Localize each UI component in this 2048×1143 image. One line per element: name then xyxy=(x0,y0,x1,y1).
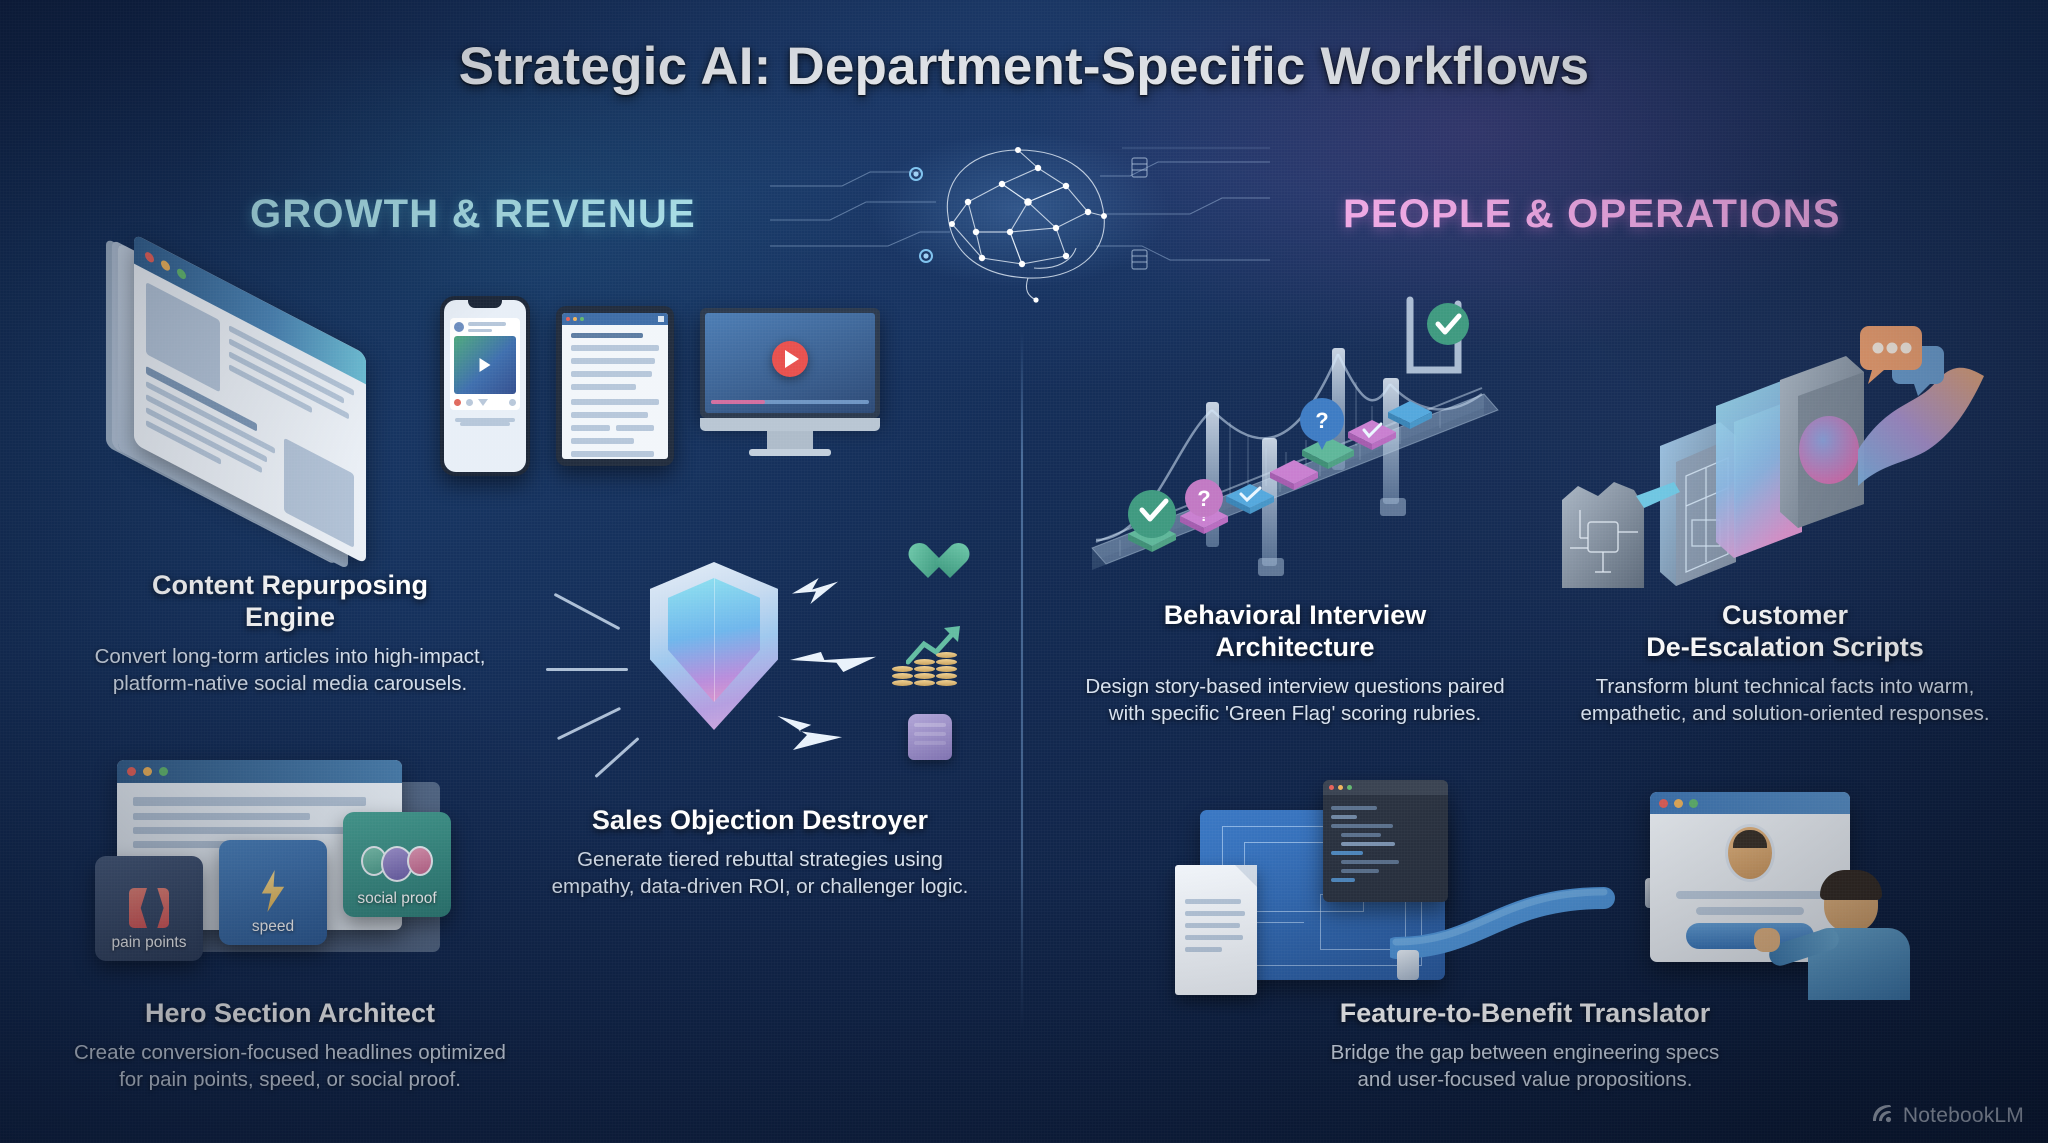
multi-device-group-icon xyxy=(432,290,882,510)
card-description: Generate tiered rebuttal strategies usin… xyxy=(551,847,969,899)
notebooklm-watermark: NotebookLM xyxy=(1870,1102,2024,1129)
card-feature-to-benefit-translator: Feature-to-Benefit Translator Bridge the… xyxy=(1280,998,1770,1093)
svg-text:?: ? xyxy=(1197,486,1210,511)
card-sales-objection-destroyer: Sales Objection Destroyer Generate tiere… xyxy=(500,805,1020,900)
notebooklm-spiral-icon xyxy=(1870,1102,1894,1129)
option-label: speed xyxy=(251,918,295,935)
card-description: Design story-based interview questions p… xyxy=(1085,674,1505,725)
option-label: social proof xyxy=(357,890,437,907)
pipe-connector-left xyxy=(1397,950,1419,980)
raised-fist-icon xyxy=(908,714,952,760)
section-header-growth-revenue: GROWTH & REVENUE xyxy=(250,192,696,236)
card-title: Behavioral Interview Architecture xyxy=(1163,600,1427,662)
check-pin-icon xyxy=(1128,490,1176,538)
card-description: Bridge the gap between engineering specs… xyxy=(1330,1040,1720,1092)
phone-device-icon xyxy=(440,296,530,476)
suspension-bridge-icon: ? xyxy=(1080,290,1500,580)
broken-heart-icon xyxy=(129,888,169,928)
card-title: Hero Section Architect xyxy=(144,998,436,1028)
card-title: Sales Objection Destroyer xyxy=(591,805,929,835)
traffic-light-yellow-icon xyxy=(161,258,170,272)
lightning-bolt-icon xyxy=(790,652,876,672)
lightning-bolt-icon xyxy=(261,870,285,912)
tablet-device-icon xyxy=(556,306,674,466)
watermark-text: NotebookLM xyxy=(1902,1103,2024,1127)
section-header-people-operations: PEOPLE & OPERATIONS xyxy=(1343,192,1841,236)
card-content-repurposing-engine: Content Repurposing Engine Convert long-… xyxy=(20,570,560,697)
document-icon xyxy=(1175,865,1257,995)
people-group-icon xyxy=(361,846,433,882)
code-editor-window-icon xyxy=(1323,780,1448,902)
protective-shield-icon xyxy=(546,540,970,780)
card-title: Content Repurposing Engine xyxy=(152,570,428,632)
option-card-speed[interactable]: speed xyxy=(219,840,327,945)
traffic-light-red-icon xyxy=(145,249,154,264)
svg-text:?: ? xyxy=(1315,408,1328,433)
option-label: pain points xyxy=(111,934,187,951)
person-pointing-icon xyxy=(1754,870,1910,1000)
avatar xyxy=(1725,824,1775,882)
lightning-bolt-icon xyxy=(792,578,838,604)
de-escalation-filter-stack-icon xyxy=(1540,310,1990,590)
hero-section-options-icon: pain points speed social proof xyxy=(95,760,505,975)
coins-stack-icon xyxy=(892,636,958,688)
option-card-social-proof[interactable]: social proof xyxy=(343,812,451,917)
card-title: Customer De-Escalation Scripts xyxy=(1646,600,1924,662)
video-progress-bar xyxy=(711,400,869,404)
desktop-monitor-video-icon xyxy=(700,308,880,456)
question-pin-icon: ? xyxy=(1185,479,1223,517)
feature-to-benefit-pipeline-icon xyxy=(1175,770,1910,1000)
card-behavioral-interview-architecture: Behavioral Interview Architecture Design… xyxy=(1040,600,1550,727)
section-divider xyxy=(1021,330,1023,1030)
card-description: Create conversion-focused headlines opti… xyxy=(74,1040,506,1092)
traffic-light-green-icon xyxy=(177,266,186,281)
card-customer-de-escalation-scripts: Customer De-Escalation Scripts Transform… xyxy=(1540,600,2030,727)
heart-empathy-icon xyxy=(908,544,950,582)
card-hero-section-architect: Hero Section Architect Create conversion… xyxy=(20,998,560,1093)
card-description: Convert long-torm articles into high-imp… xyxy=(94,644,486,695)
play-button-icon xyxy=(772,341,808,377)
card-description: Transform blunt technical facts into war… xyxy=(1580,674,1990,725)
ai-neural-network-brain-icon xyxy=(770,128,1270,303)
option-card-pain-points[interactable]: pain points xyxy=(95,856,203,961)
card-title: Feature-to-Benefit Translator xyxy=(1339,998,1711,1028)
isometric-browser-article-icon xyxy=(100,233,420,570)
lightning-bolt-icon xyxy=(777,716,842,750)
page-title: Strategic AI: Department-Specific Workfl… xyxy=(458,37,1590,96)
